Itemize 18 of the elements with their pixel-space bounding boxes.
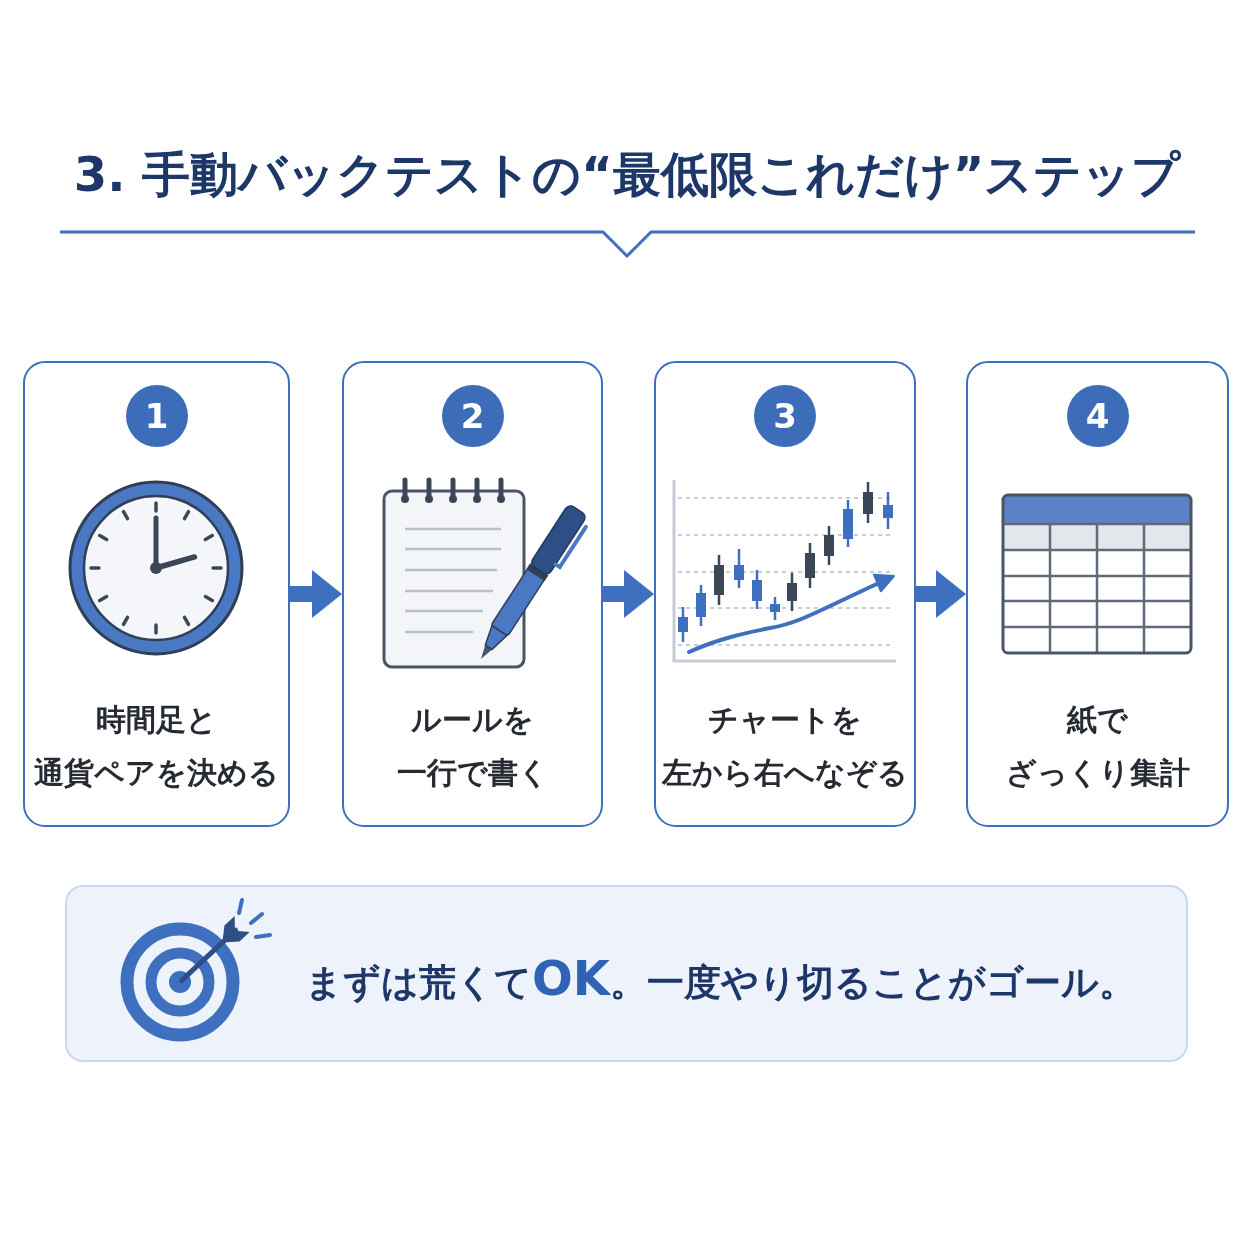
- arrow: [603, 570, 654, 618]
- step-card: [654, 361, 916, 827]
- step-card: [966, 361, 1229, 827]
- step-number: 2: [441, 385, 504, 447]
- step-card: [23, 361, 290, 827]
- step-text: チャートを左から右へなぞる: [662, 701, 908, 792]
- arrow: [290, 570, 342, 618]
- arrow: [916, 570, 966, 618]
- step-text: 時間足と通貨ペアを決める: [34, 701, 279, 792]
- title: 3. 手動バックテストの“最低限これだけ”ステップ: [73, 145, 1181, 204]
- step-number: 3: [754, 385, 816, 447]
- step-number: 1: [125, 385, 188, 447]
- step-text: ルールを一行で書く: [396, 701, 549, 792]
- step-number: 4: [1066, 385, 1129, 447]
- goal-text: まずは荒くてOK。一度やり切ることがゴール。: [305, 949, 1136, 1008]
- goal-banner: [65, 885, 1188, 1062]
- step-card: [342, 361, 603, 827]
- step-text: 紙でざっくり集計: [1005, 701, 1190, 792]
